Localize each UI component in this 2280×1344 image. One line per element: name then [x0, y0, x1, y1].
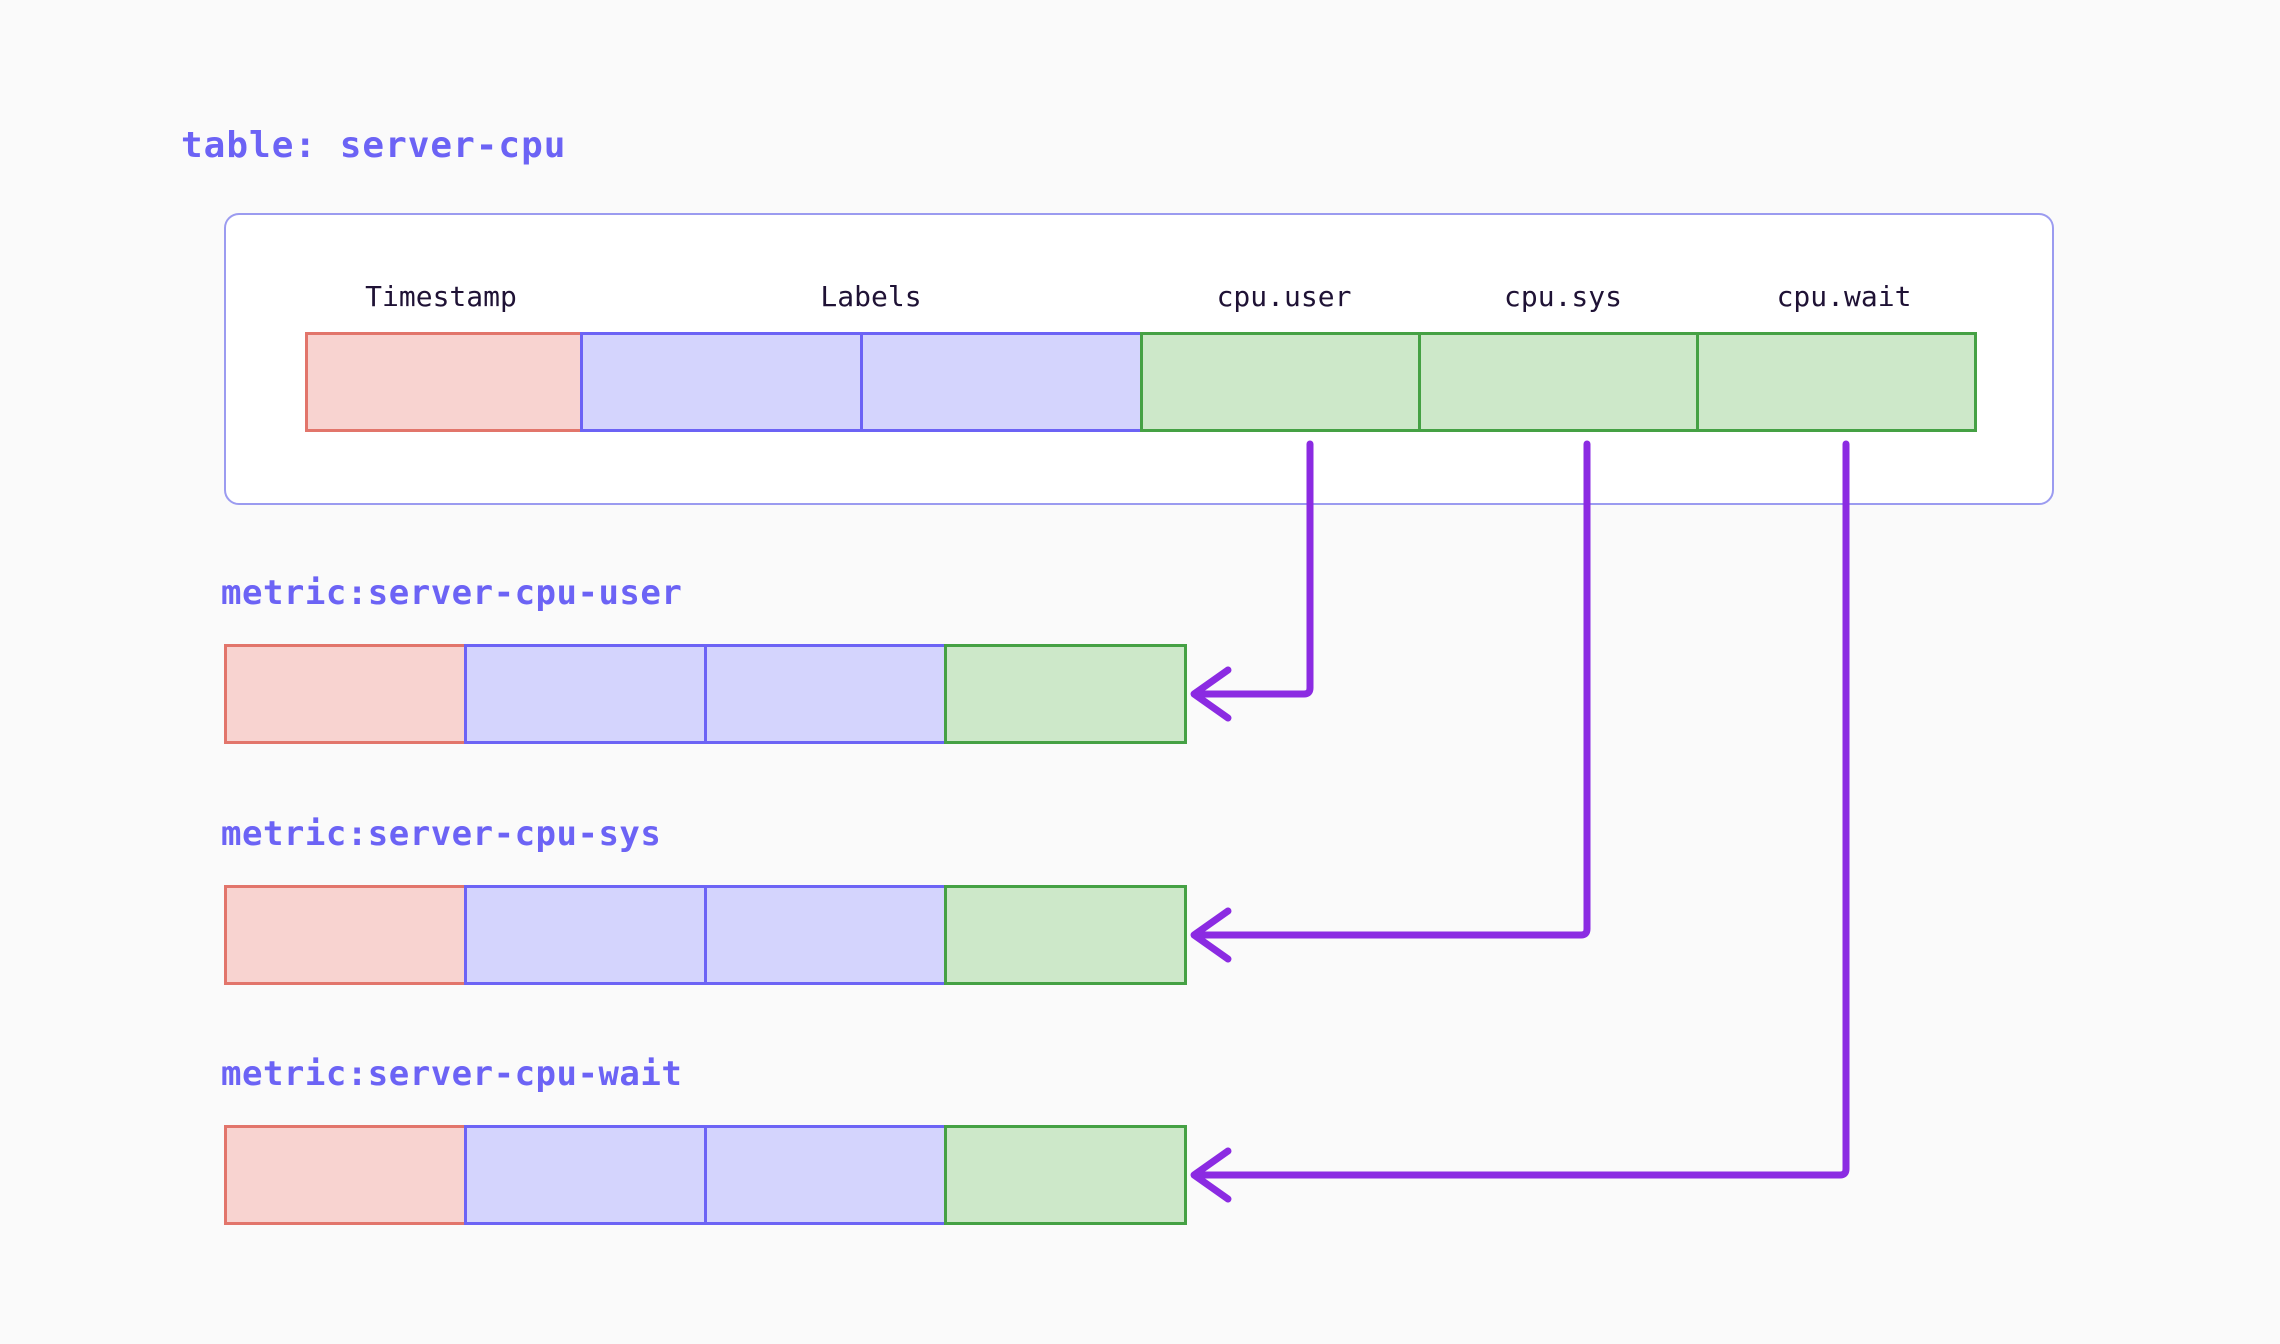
table-cell-cpu-sys	[1418, 332, 1699, 432]
metric-cell-label-2	[704, 644, 947, 744]
table-card: Timestamp Labels cpu.user cpu.sys cpu.wa…	[224, 213, 2054, 505]
table-cell-label-2	[860, 332, 1143, 432]
metric-cell-label-2	[704, 885, 947, 985]
table-row	[305, 332, 1977, 432]
metric-title-server-cpu-user: metric:server-cpu-user	[221, 573, 683, 613]
metric-cell-label-1	[464, 885, 707, 985]
connector-cpu-sys	[1192, 440, 1591, 939]
column-header-timestamp: Timestamp	[365, 280, 517, 313]
table-cell-cpu-user	[1140, 332, 1421, 432]
metric-title-server-cpu-sys: metric:server-cpu-sys	[221, 814, 662, 854]
connector-cpu-user-arrowhead	[1190, 666, 1232, 722]
metric-cell-label-2	[704, 1125, 947, 1225]
connector-cpu-wait	[1192, 440, 1850, 1179]
connector-cpu-sys-arrowhead	[1190, 907, 1232, 963]
metric-cell-label-1	[464, 1125, 707, 1225]
column-header-cpu-user: cpu.user	[1216, 280, 1352, 313]
table-cell-cpu-wait	[1696, 332, 1977, 432]
table-column-headers: Timestamp Labels cpu.user cpu.sys cpu.wa…	[226, 280, 2052, 320]
metric-cell-timestamp	[224, 644, 467, 744]
metric-cell-timestamp	[224, 1125, 467, 1225]
metric-row-server-cpu-wait	[224, 1125, 1187, 1225]
table-cell-label-1	[580, 332, 863, 432]
metric-row-server-cpu-user	[224, 644, 1187, 744]
column-header-labels: Labels	[820, 280, 922, 313]
metric-cell-timestamp	[224, 885, 467, 985]
metric-cell-value	[944, 1125, 1187, 1225]
metric-cell-value	[944, 644, 1187, 744]
column-header-cpu-wait: cpu.wait	[1776, 280, 1912, 313]
table-cell-timestamp	[305, 332, 583, 432]
metric-cell-value	[944, 885, 1187, 985]
metric-row-server-cpu-sys	[224, 885, 1187, 985]
metric-title-server-cpu-wait: metric:server-cpu-wait	[221, 1054, 683, 1094]
column-header-cpu-sys: cpu.sys	[1503, 280, 1623, 313]
connector-cpu-wait-arrowhead	[1190, 1147, 1232, 1203]
metric-cell-label-1	[464, 644, 707, 744]
table-title: table: server-cpu	[181, 125, 567, 166]
